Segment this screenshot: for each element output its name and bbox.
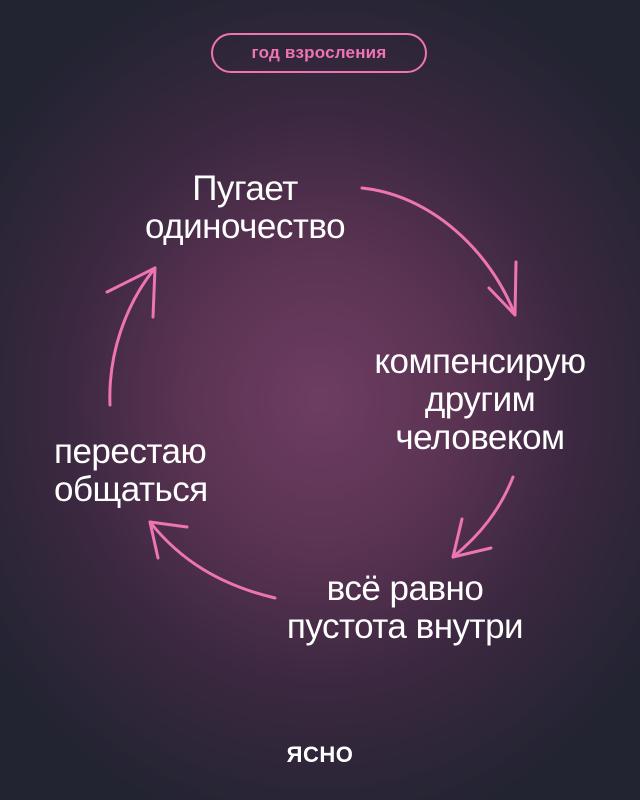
node-compensate-with-person: компенсирую другим человеком: [340, 343, 620, 457]
node-fear-of-loneliness: Пугает одиночество: [100, 170, 390, 246]
node-line: перестаю: [54, 432, 207, 471]
node-line: общаться: [54, 470, 208, 509]
header-tag: год взросления: [211, 33, 427, 73]
node-stop-communicating: перестаю общаться: [54, 433, 274, 509]
node-line: одиночество: [144, 207, 346, 246]
node-line: другим: [424, 380, 536, 419]
arrow-left-to-top: [105, 266, 157, 407]
node-line: Пугает: [192, 169, 298, 208]
node-emptiness-inside: всё равно пустота внутри: [255, 570, 555, 646]
brand-logo: ЯСНО: [286, 742, 354, 767]
node-line: компенсирую: [374, 342, 586, 381]
node-line: всё равно: [326, 569, 484, 608]
arrow-bottom-to-left: [148, 520, 277, 600]
node-line: человеком: [395, 418, 565, 457]
arrow-top-to-right: [360, 186, 518, 317]
node-line: пустота внутри: [286, 607, 524, 646]
arrow-right-to-bottom: [451, 475, 515, 559]
